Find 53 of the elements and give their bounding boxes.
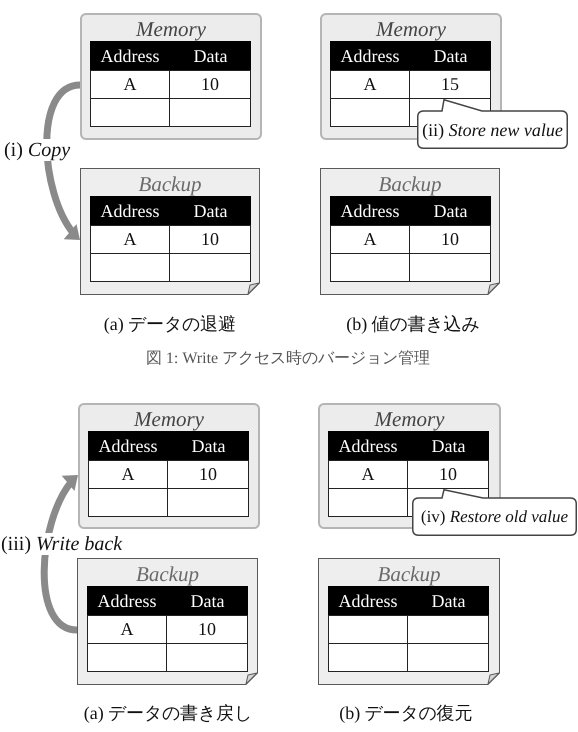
header-cell: Address	[330, 41, 410, 71]
table-cell: A	[90, 70, 170, 99]
header-cell: Data	[410, 196, 491, 226]
header-cell: Data	[408, 431, 489, 461]
header-cell: Address	[87, 586, 167, 616]
document-panel	[318, 558, 500, 685]
panel-title: Memory	[376, 18, 446, 40]
header-cell: Data	[170, 196, 251, 226]
table-cell: 10	[169, 70, 251, 99]
edge-label: (iii) Write back	[0, 533, 124, 555]
subfigure-caption: (b) データの復元	[339, 702, 473, 724]
header-cell: Address	[328, 586, 408, 616]
panel-title: Backup	[378, 563, 440, 585]
table-cell: 10	[409, 225, 491, 254]
table-cell: 10	[167, 460, 249, 489]
panel-title: Memory	[134, 408, 204, 430]
header-cell: Data	[167, 586, 248, 616]
panel-title: Memory	[136, 18, 206, 40]
table-cell: A	[87, 615, 167, 644]
subfigure-caption: (a) データの書き戻し	[84, 702, 252, 724]
header-cell: Data	[410, 41, 491, 71]
edge-label: (i) Copy	[3, 139, 72, 161]
table-cell: A	[330, 225, 410, 254]
header-cell: Address	[330, 196, 410, 226]
header-cell: Address	[90, 41, 170, 71]
panel-title: Backup	[138, 173, 202, 195]
header-cell: Data	[168, 431, 249, 461]
document-panel	[320, 168, 500, 295]
subfigure-caption: (b) 値の書き込み	[346, 313, 480, 335]
header-cell: Address	[90, 196, 170, 226]
callout-bubble: (iv) Restore old value	[412, 489, 577, 536]
header-cell: Data	[170, 41, 251, 71]
rounded-panel	[80, 13, 262, 140]
table-cell: 10	[166, 615, 248, 644]
table-cell: 15	[409, 70, 491, 99]
header-cell: Address	[88, 431, 168, 461]
header-cell: Data	[408, 586, 489, 616]
callout-bubble: (ii) Store new value	[417, 99, 568, 149]
table-cell: A	[88, 460, 168, 489]
panel-title: Memory	[374, 408, 444, 430]
table-cell: 10	[407, 460, 489, 489]
panel-title: Backup	[378, 173, 442, 195]
rounded-panel	[78, 403, 260, 529]
table-cell: A	[330, 70, 410, 99]
figure-caption: 図 1: Write アクセス時のバージョン管理	[146, 349, 430, 369]
table-cell: 10	[169, 225, 251, 254]
table-cell: A	[90, 225, 170, 254]
document-panel	[77, 558, 258, 685]
panel-title: Backup	[136, 563, 199, 585]
subfigure-caption: (a) データの退避	[104, 313, 236, 335]
header-cell: Address	[328, 431, 408, 461]
document-panel	[80, 168, 260, 295]
table-cell: A	[328, 460, 408, 489]
